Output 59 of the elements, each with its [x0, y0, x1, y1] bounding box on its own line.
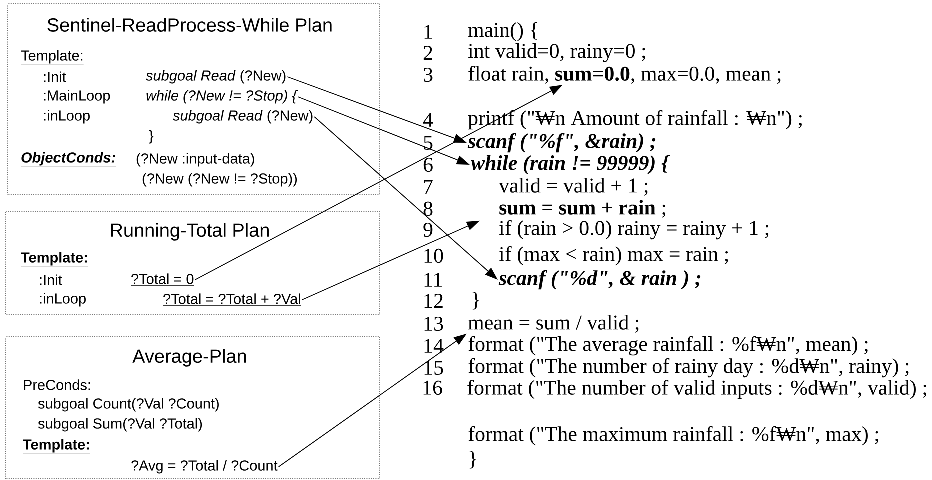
- code-line: if (rain > 0.0) rainy = rainy + 1 ;: [499, 220, 769, 240]
- template-line: ?Total = 0: [130, 274, 194, 286]
- code-line: format ("The number of rainy day : %d₩n", rainy) ;: [468, 358, 909, 378]
- line-number: 2: [424, 46, 432, 60]
- code-line: format ("The average rainfall : %f₩n", mean) ;: [468, 336, 868, 356]
- line-number: 12: [424, 294, 443, 308]
- plan-text: :MainLoop: [44, 90, 110, 104]
- line-number: 14: [424, 339, 444, 353]
- plan-text: :Init: [44, 72, 66, 82]
- section-heading: Template:: [20, 50, 84, 66]
- code-line: main() {: [468, 22, 538, 42]
- plan-title: Sentinel-ReadProcess-While Plan: [48, 18, 332, 32]
- plan-text: subgoal Sum(?Val ?Total): [38, 418, 202, 432]
- code-line: if (max < rain) max = rain ;: [499, 246, 728, 266]
- template-line: subgoal Read (?New): [146, 70, 286, 84]
- code-line: scanf ("%d", & rain ) ;: [498, 270, 701, 290]
- plan-text: PreConds:: [24, 380, 90, 390]
- code-line: format ("The maximum rainfall : %f₩n", max) ;: [468, 426, 878, 446]
- plan-text: :inLoop: [44, 110, 90, 124]
- line-number: 4: [423, 113, 434, 127]
- section-heading: Template:: [22, 439, 91, 454]
- code-line: 16 format ("The number of valid inputs : %d₩n", valid) ;: [424, 380, 926, 400]
- plan-box: [6, 336, 380, 480]
- code-line: mean = sum / valid ;: [468, 315, 639, 333]
- plan-box: [8, 4, 380, 196]
- line-number: 5: [424, 136, 433, 150]
- plan-title: Average-Plan: [132, 349, 246, 367]
- code-line: while (rain != 99999) {: [471, 155, 670, 175]
- template-line: subgoal Read (?New): [173, 110, 313, 124]
- line-number: 15: [424, 360, 444, 376]
- code-line: }: [470, 451, 476, 469]
- plan-text: (?New :input-data): [136, 153, 254, 167]
- plan-text: }: [149, 130, 154, 144]
- template-line: while (?New != ?Stop) {: [146, 90, 298, 104]
- line-number: 7: [424, 180, 433, 194]
- section-heading: ObjectConds:: [20, 152, 116, 168]
- line-number: 10: [424, 248, 444, 264]
- code-line: float rain, sum=0.0, max=0.0, mean ;: [468, 66, 781, 84]
- line-number: 13: [424, 316, 444, 332]
- plan-title: Running-Total Plan: [111, 223, 269, 241]
- line-number: 8: [424, 202, 433, 216]
- plan-text: subgoal Count(?Val ?Count): [38, 398, 219, 412]
- template-line: ?Total = ?Total + ?Val: [162, 294, 302, 306]
- plan-text: (?New (?New != ?Stop)): [142, 173, 298, 187]
- line-number: 11: [424, 273, 442, 287]
- plan-box: [6, 212, 380, 316]
- line-number: 1: [424, 25, 432, 39]
- plan-text: :inLoop: [40, 293, 86, 307]
- line-number: 6: [424, 158, 433, 172]
- template-line: ?Avg = ?Total / ?Count: [132, 460, 278, 474]
- code-line: }: [472, 292, 480, 310]
- code-line: sum = sum + rain ;: [500, 200, 666, 218]
- line-number: 3: [424, 68, 433, 82]
- code-line: int valid=0, rainy=0 ;: [468, 43, 646, 63]
- code-line: valid = valid + 1 ;: [499, 178, 648, 196]
- plan-text: :Init: [40, 274, 62, 286]
- code-line: scanf ("%f", &rain) ;: [468, 133, 656, 153]
- section-heading: Template:: [20, 252, 89, 268]
- line-number: 9: [424, 222, 433, 238]
